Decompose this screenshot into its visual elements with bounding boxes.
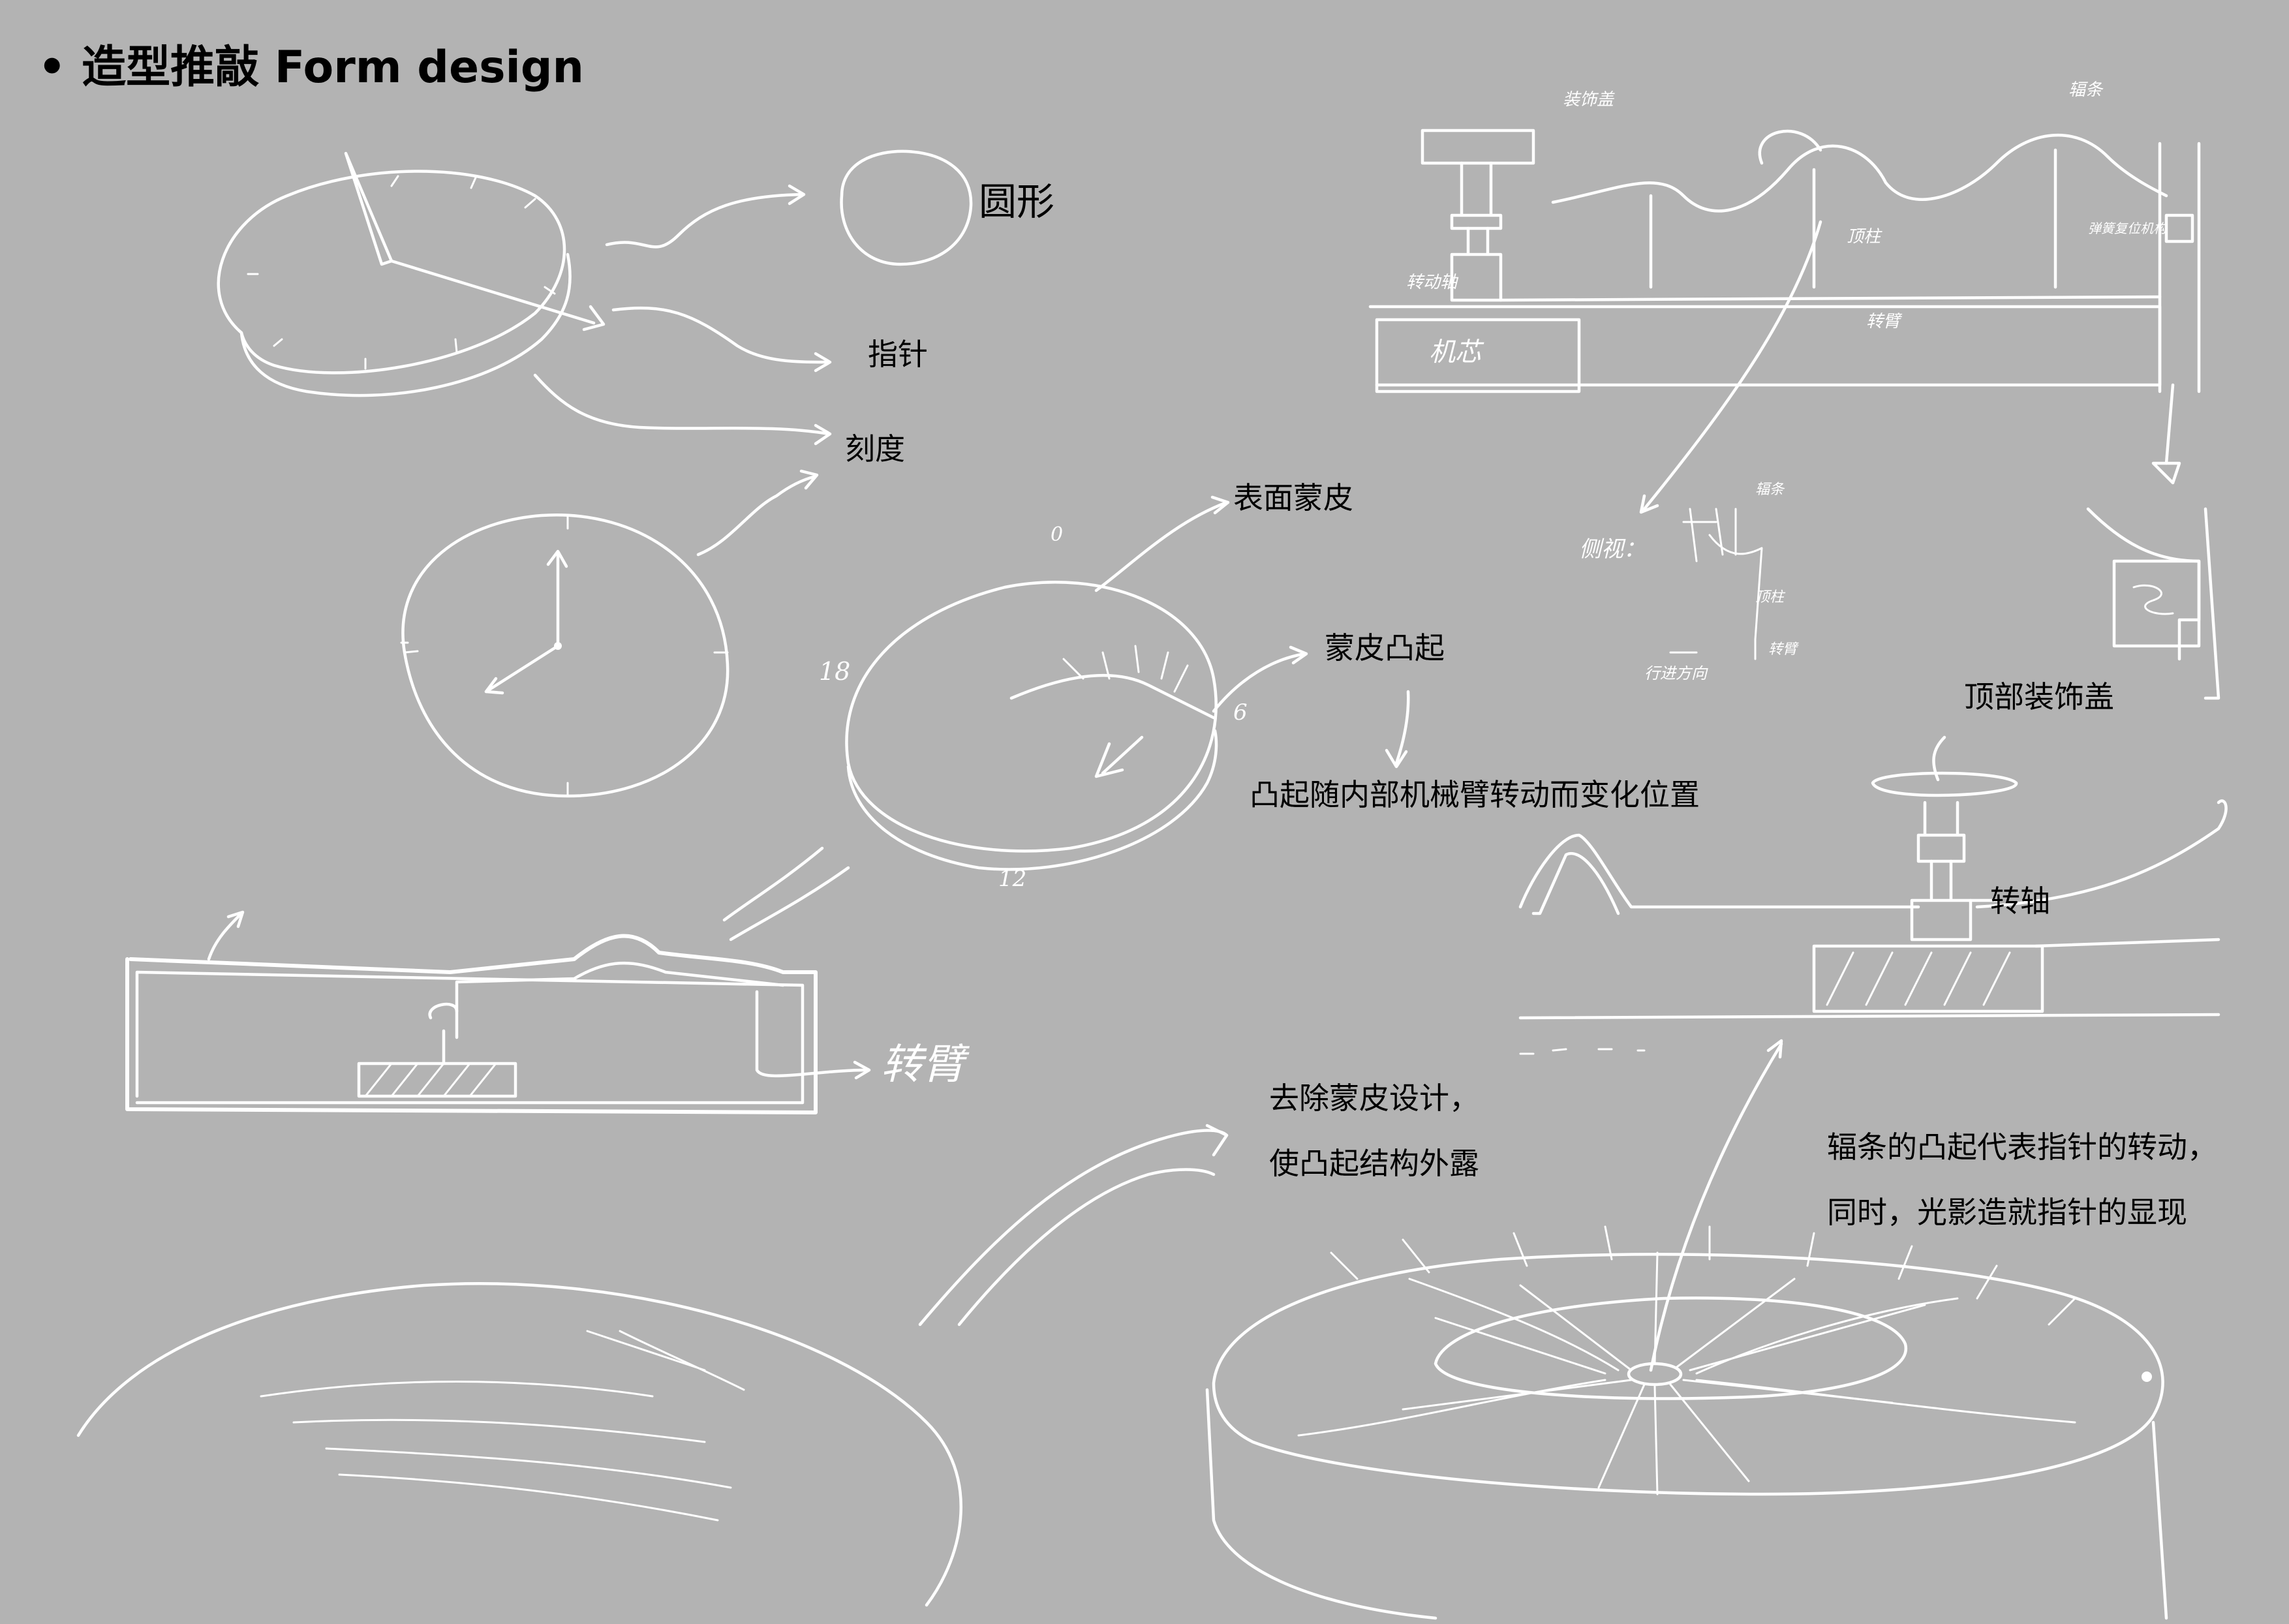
- arrow-to-pointer: [611, 306, 831, 364]
- arrow-head: [814, 423, 832, 446]
- label-bump-moves: 凸起随内部机械臂转动而变化位置: [1250, 777, 1700, 812]
- hand-top-pillar: 顶柱: [1847, 227, 1881, 247]
- hand-num-0: 0: [1051, 523, 1064, 546]
- label-top-cover: 顶部装饰盖: [1964, 679, 2114, 714]
- label-shaft: 转轴: [1990, 883, 2050, 919]
- hand-spoke-small: 辐条: [1755, 482, 1785, 498]
- hand-num-12: 12: [998, 866, 1027, 892]
- hand-num-18: 18: [819, 657, 851, 686]
- circle-shape: [840, 149, 973, 266]
- exposed-bump-surface-sketch: [76, 1124, 1229, 1607]
- label-spoke-note-1: 辐条的凸起代表指针的转动，: [1827, 1129, 2217, 1165]
- arrow-to-section: [729, 866, 850, 942]
- hand-side-view: 侧视：: [1579, 536, 1646, 562]
- label-spoke-note-2: 同时，光影造就指针的显现: [1827, 1195, 2187, 1230]
- arrow-head: [799, 469, 819, 490]
- clock-face-sketch: [400, 513, 730, 798]
- label-circle: 圆形: [979, 179, 1055, 224]
- hand-arm-small: 转臂: [1768, 641, 1798, 658]
- hand-spring-mechanism: 弹簧复位机构: [2088, 221, 2166, 236]
- tilted-dial-sketch: [217, 151, 606, 397]
- arrow-to-circle: [605, 192, 805, 249]
- label-pointer: 指针: [868, 337, 928, 372]
- skinned-disc-sketch: [845, 495, 1410, 871]
- hand-pillar-small: 顶柱: [1755, 589, 1785, 605]
- hand-spoke: 辐条: [2068, 80, 2103, 100]
- hand-movement: 机芯: [1429, 337, 1481, 367]
- arrow-line: [722, 846, 824, 922]
- label-remove-skin-1: 去除蒙皮设计，: [1269, 1080, 1479, 1116]
- label-skin-bump: 蒙皮凸起: [1325, 630, 1445, 666]
- page-title: • 造型推敲 Form design: [38, 42, 584, 93]
- mechanism-section-sketch: [1368, 129, 2220, 700]
- arrow-scale-to-clock: [696, 474, 818, 557]
- label-surface-skin: 表面蒙皮: [1233, 480, 1353, 515]
- hand-rotation-shaft: 转动轴: [1406, 273, 1458, 292]
- spoked-disc-sketch: [1205, 1039, 2168, 1620]
- arrow-head: [788, 184, 806, 206]
- label-scale: 刻度: [845, 431, 905, 467]
- arrow-head: [814, 352, 832, 373]
- arrow-to-scale: [533, 373, 831, 436]
- hand-rotating-arm: 转臂: [881, 1041, 964, 1089]
- hand-decor-cover: 装饰盖: [1563, 90, 1614, 110]
- hand-direction: 行进方向: [1644, 664, 1707, 682]
- hand-num-6: 6: [1233, 699, 1248, 726]
- top-cover-section-sketch: [1518, 735, 2228, 1055]
- section-view-sketch: [125, 910, 871, 1114]
- label-remove-skin-2: 使凸起结构外露: [1269, 1146, 1479, 1181]
- hand-arm: 转臂: [1866, 312, 1901, 331]
